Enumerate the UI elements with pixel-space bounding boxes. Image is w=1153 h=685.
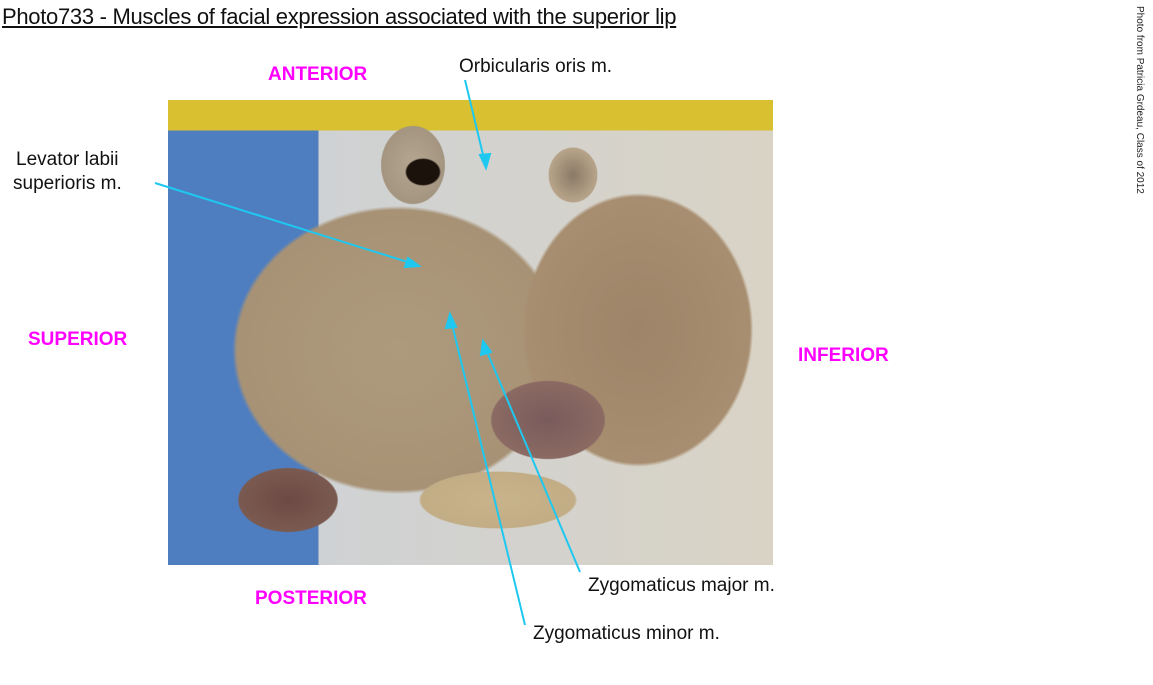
page-title: Photo733 - Muscles of facial expression …: [2, 4, 677, 29]
label-levator-line1: Levator labii: [16, 149, 119, 170]
photo-credit: Photo from Patricia Grdeau, Class of 201…: [1134, 6, 1145, 194]
label-zygomaticus-minor: Zygomaticus minor m.: [533, 623, 720, 644]
orientation-posterior: POSTERIOR: [255, 588, 367, 609]
orientation-anterior: ANTERIOR: [268, 64, 368, 85]
label-zygomaticus-major: Zygomaticus major m.: [588, 575, 775, 596]
orientation-superior: SUPERIOR: [28, 329, 128, 350]
label-levator-line2: superioris m.: [13, 173, 122, 194]
orientation-inferior: INFERIOR: [798, 345, 889, 366]
label-orbicularis-oris: Orbicularis oris m.: [459, 56, 613, 77]
dissection-photo: [168, 100, 773, 565]
